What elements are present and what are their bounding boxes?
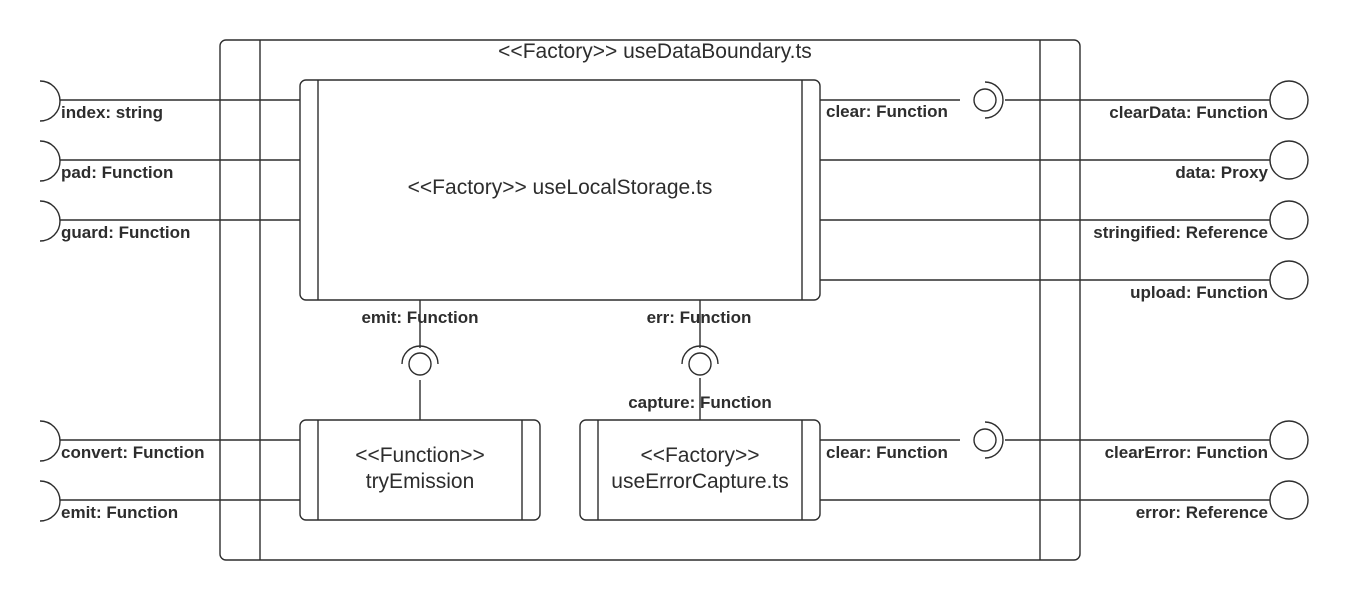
use-local-storage-title: <<Factory>> useLocalStorage.ts bbox=[408, 176, 713, 199]
use-error-capture-component: <<Factory>> useErrorCapture.ts bbox=[579, 419, 821, 521]
lollipop-stringified-icon bbox=[1269, 200, 1309, 240]
lollipop-clear-error-icon bbox=[1269, 420, 1309, 460]
use-data-boundary-title: <<Factory>> useDataBoundary.ts bbox=[498, 40, 812, 63]
socket-index-icon bbox=[39, 80, 61, 122]
ball-clear-ec-icon bbox=[973, 428, 997, 452]
right-lollipops bbox=[1269, 80, 1309, 520]
use-error-capture-stereotype: <<Factory>> bbox=[640, 444, 759, 467]
port-label-data: data: Proxy bbox=[1175, 163, 1268, 182]
port-label-convert: convert: Function bbox=[61, 443, 205, 462]
port-label-emit: emit: Function bbox=[61, 503, 178, 522]
assembly-clear-ec bbox=[973, 421, 1004, 459]
use-error-capture-title: useErrorCapture.ts bbox=[611, 470, 788, 493]
socket-guard-icon bbox=[39, 200, 61, 242]
port-label-upload: upload: Function bbox=[1130, 283, 1268, 302]
inner-label-clear-ec: clear: Function bbox=[826, 443, 948, 462]
try-emission-title: tryEmission bbox=[366, 470, 475, 493]
ball-clear-ls-icon bbox=[973, 88, 997, 112]
socket-clear-ls-icon bbox=[984, 81, 1004, 119]
lollipop-data-icon bbox=[1269, 140, 1309, 180]
socket-err-icon bbox=[681, 345, 719, 365]
lollipop-clear-data-icon bbox=[1269, 80, 1309, 120]
lollipop-upload-icon bbox=[1269, 260, 1309, 300]
port-label-clear-error: clearError: Function bbox=[1105, 443, 1268, 462]
assembly-clear-ls bbox=[973, 81, 1004, 119]
connection-lines bbox=[60, 99, 1270, 501]
socket-clear-ec-icon bbox=[984, 421, 1004, 459]
socket-emit-inner-icon bbox=[401, 345, 439, 365]
socket-pad-icon bbox=[39, 140, 61, 182]
inner-label-err: err: Function bbox=[647, 308, 752, 327]
ball-emit-icon bbox=[408, 352, 432, 376]
assembly-emit bbox=[401, 345, 439, 376]
inner-label-emit: emit: Function bbox=[361, 308, 478, 327]
port-label-pad: pad: Function bbox=[61, 163, 173, 182]
assembly-err bbox=[681, 345, 719, 376]
port-label-error: error: Reference bbox=[1136, 503, 1268, 522]
port-label-stringified: stringified: Reference bbox=[1093, 223, 1268, 242]
use-local-storage-component: <<Factory>> useLocalStorage.ts bbox=[299, 79, 821, 301]
lollipop-error-icon bbox=[1269, 480, 1309, 520]
port-label-clear-data: clearData: Function bbox=[1109, 103, 1268, 122]
socket-emit-icon bbox=[39, 480, 61, 522]
port-label-guard: guard: Function bbox=[61, 223, 190, 242]
inner-label-clear-ls: clear: Function bbox=[826, 102, 948, 121]
socket-convert-icon bbox=[39, 420, 61, 462]
inner-label-capture: capture: Function bbox=[628, 393, 772, 412]
ball-err-icon bbox=[688, 352, 712, 376]
left-sockets bbox=[39, 80, 61, 522]
try-emission-stereotype: <<Function>> bbox=[355, 444, 485, 467]
try-emission-component: <<Function>> tryEmission bbox=[299, 419, 541, 521]
port-label-index: index: string bbox=[61, 103, 163, 122]
